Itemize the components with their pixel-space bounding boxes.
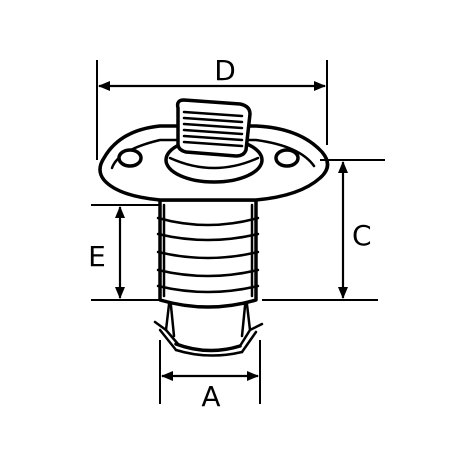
dimension-label-e: E: [88, 240, 106, 273]
dimension-d: D: [96, 54, 328, 160]
grip-handle: [175, 98, 252, 158]
dimension-label-d: D: [214, 54, 236, 87]
dimension-a: A: [159, 340, 261, 413]
screw-hole-right: [274, 148, 300, 168]
dimension-e: E: [88, 204, 160, 301]
threaded-barrel: [156, 198, 260, 309]
drain-plug-part: [98, 98, 330, 357]
screw-hole-left: [117, 148, 143, 168]
dimension-label-a: A: [201, 380, 220, 413]
dimension-c: C: [262, 159, 385, 301]
dimension-label-c: C: [352, 219, 372, 252]
